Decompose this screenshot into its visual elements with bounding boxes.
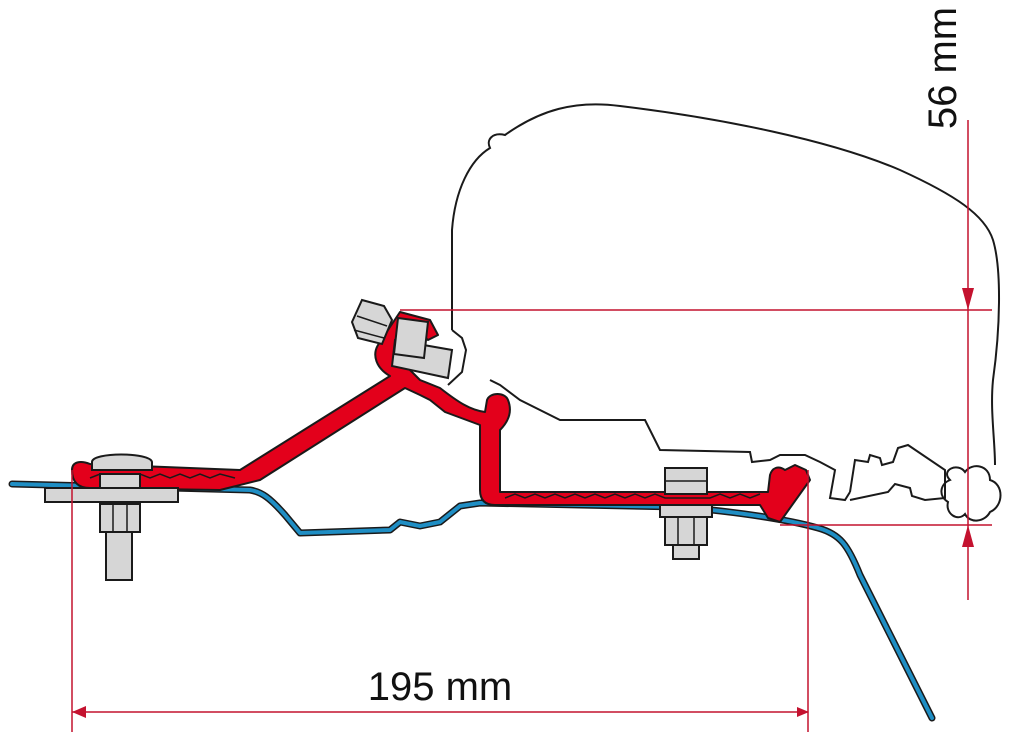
left-bolt-head: [91, 453, 153, 471]
right-bolt-assembly: [659, 467, 713, 560]
cassette-end-curl: [940, 465, 1002, 522]
hex-nut-icon: [99, 473, 141, 489]
width-dimension: 195 mm: [71, 470, 809, 732]
vehicle-roof-color: [10, 482, 934, 720]
hex-bolt-icon: [350, 298, 394, 346]
width-label: 195 mm: [368, 665, 513, 709]
cassette-front-profile: [849, 443, 946, 502]
right-bolt-shaft: [672, 544, 700, 560]
bracket-serration-right: [504, 493, 761, 499]
awning-housing: [451, 103, 1000, 466]
left-bolt-assembly: [44, 453, 179, 581]
right-washer: [659, 504, 713, 518]
left-bolt-shaft: [105, 531, 133, 581]
adapter-bracket: [71, 311, 811, 523]
right-nut: [664, 516, 708, 546]
left-nut-top: [99, 503, 141, 533]
top-clamp-block: [392, 316, 430, 360]
height-dimension: 56 mm: [400, 7, 992, 600]
awning-housing-base: [447, 329, 851, 502]
height-label: 56 mm: [921, 7, 965, 129]
top-clamp-bolt: [350, 298, 454, 380]
left-washer-plate: [44, 487, 179, 503]
